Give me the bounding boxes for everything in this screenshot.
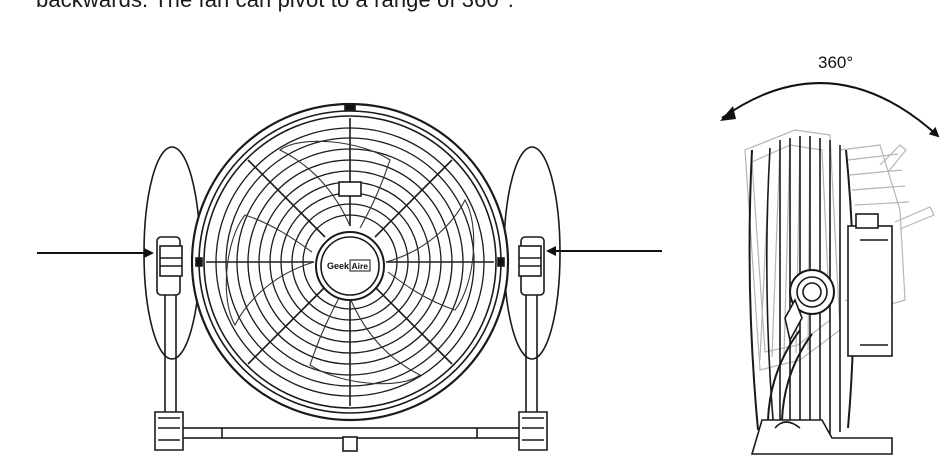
svg-text:Geek: Geek: [327, 261, 350, 271]
right-pivot-knob: [518, 236, 545, 296]
fan-blades: [225, 140, 475, 385]
left-pivot-knob: [156, 236, 183, 296]
svg-text:Aire: Aire: [352, 261, 369, 271]
intro-text: backwards. The fan can pivot to a range …: [36, 0, 514, 14]
brand-logo: Geek Aire: [327, 259, 371, 272]
fan-front-view: [143, 102, 561, 452]
fan-side-view: 360°: [720, 53, 940, 455]
rotation-arc: [721, 82, 940, 138]
rotation-angle-label: 360°: [818, 53, 853, 72]
fan-stand: [154, 285, 548, 452]
